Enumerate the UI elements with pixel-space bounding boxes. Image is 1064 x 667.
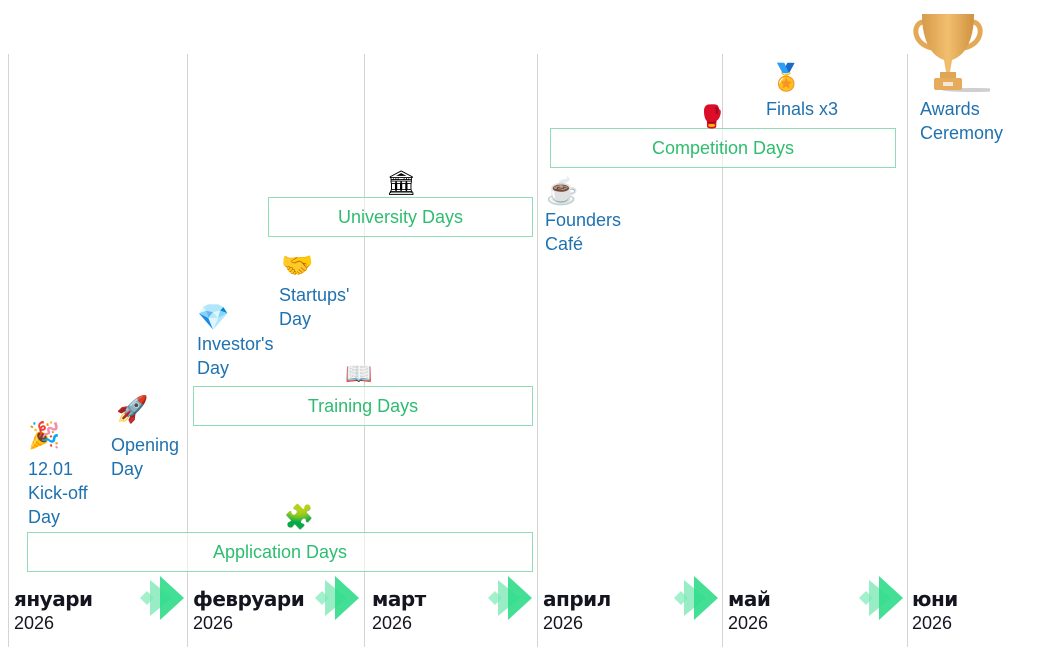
month-name: май [728,587,771,611]
month-march: март 2026 [372,586,426,634]
gridline-january [8,54,9,647]
event-awards-ceremony: Awards Ceremony [920,99,1004,143]
event-kick-off-day: 12.01 Kick-off Day [28,459,88,527]
bar-competition-days: Competition Days [550,128,896,168]
gridline-march [364,54,365,647]
bar-label: University Days [337,206,464,227]
month-april: април 2026 [543,586,611,634]
chevron-arrows-icon [140,576,184,620]
gridline-may [722,54,723,647]
gridline-april [537,54,538,647]
chevron-arrows-icon [674,576,718,620]
bar-application-days: Application Days [27,532,533,572]
month-may: май 2026 [728,586,771,634]
bar-label: Competition Days [651,137,795,158]
event-opening-day: Opening Day [111,435,180,479]
coffee-cup-icon: ☕ [546,176,579,206]
bar-label: Application Days [212,541,348,562]
month-year: 2026 [912,613,953,633]
month-name: юни [912,587,958,611]
bar-university-days: University Days [268,197,533,237]
gridline-june [907,54,908,647]
month-name: март [372,587,426,611]
event-founders-cafe: Founders Café [545,210,622,254]
month-january: януари 2026 [14,586,93,634]
month-year: 2026 [543,613,584,633]
chevron-arrows-icon [859,576,903,620]
handshake-icon: 🤝 [281,250,314,280]
bar-label: Training Days [307,395,419,416]
boxing-gloves-icon: 🥊 [698,104,726,129]
event-finals: Finals x3 [766,99,839,119]
chevron-arrows-icon [315,576,359,620]
month-name: февруари [193,587,305,611]
phone-book-icon: 📖 [345,361,373,386]
month-name: януари [14,587,93,611]
bar-training-days: Training Days [193,386,533,426]
trophy-icon [913,14,990,92]
month-name: април [543,587,611,611]
month-year: 2026 [193,613,234,633]
month-february: февруари 2026 [193,586,305,634]
month-year: 2026 [728,613,769,633]
classical-building-icon: 🏛 [386,170,417,197]
event-startups-day: Startups' Day [279,285,350,329]
month-year: 2026 [372,613,413,633]
chevron-arrows-icon [488,576,532,620]
event-investors-day: Investor's Day [197,334,274,378]
month-june: юни 2026 [912,586,958,634]
medal-icon: 🏅 [770,62,803,92]
month-year: 2026 [14,613,55,633]
gem-icon: 💎 [197,302,230,332]
puzzle-piece-icon: 🧩 [284,504,314,531]
gridline-february [187,54,188,647]
rocket-icon: 🚀 [116,394,149,424]
party-popper-icon: 🎉 [28,420,61,450]
